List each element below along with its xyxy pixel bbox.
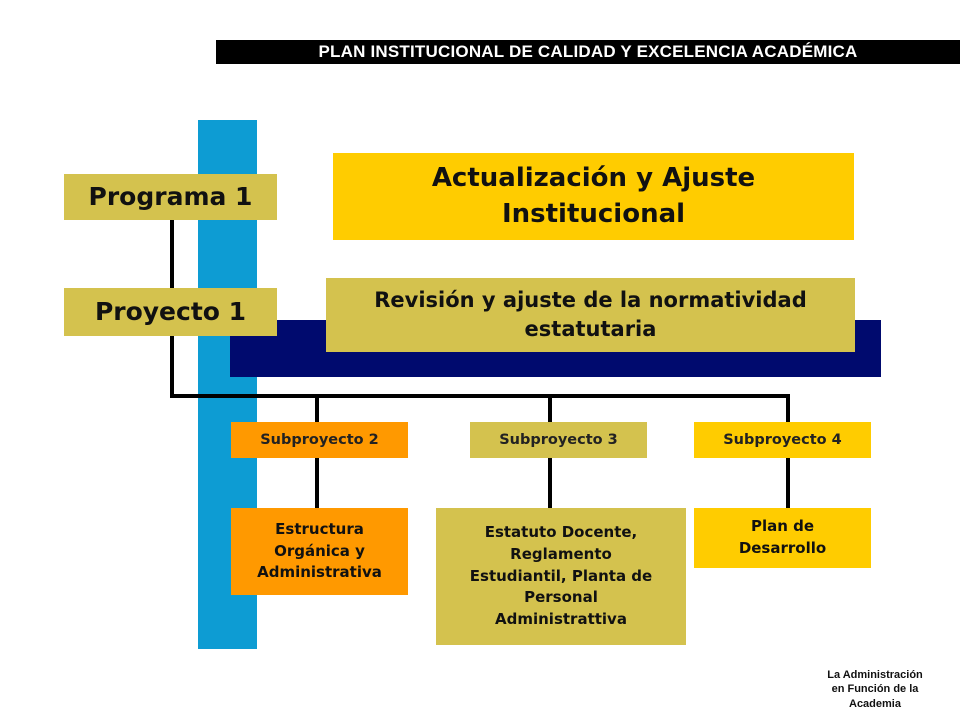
proyecto-title-box: Revisión y ajuste de la normatividad est… [326,278,855,352]
subproyecto-4-detail-box: Plan de Desarrollo [694,508,871,568]
programa-title-box: Actualización y Ajuste Institucional [333,153,854,240]
connector-sub4-to-leaf [786,458,790,508]
subproyecto-3-box: Subproyecto 3 [470,422,647,458]
subproyecto-4-detail: Plan de Desarrollo [738,517,827,557]
subproyecto-2-detail-box: Estructura Orgánica y Administrativa [231,508,408,595]
subproyecto-3-detail-box: Estatuto Docente, Reglamento Estudiantil… [436,508,686,645]
proyecto-label: Proyecto 1 [94,296,247,326]
subproyecto-2-detail: Estructura Orgánica y Administrativa [257,519,382,582]
programa-label-box: Programa 1 [64,174,277,220]
subproyecto-3-detail: Estatuto Docente, Reglamento Estudiantil… [469,523,653,629]
footer-note: La Administración en Función de la Acade… [800,668,950,718]
footer-note-text: La Administración en Función de la Acade… [827,669,923,710]
programa-title: Actualización y Ajuste Institucional [431,163,756,229]
connector-horizontal [170,394,790,398]
connector-sub3-down [548,394,552,422]
subproyecto-3-label: Subproyecto 3 [499,431,618,448]
connector-sub3-to-leaf [548,458,552,508]
subproyecto-4-box: Subproyecto 4 [694,422,871,458]
connector-sub4-down [786,394,790,422]
proyecto-label-box: Proyecto 1 [64,288,277,336]
subproyecto-4-label: Subproyecto 4 [723,431,842,448]
subproyecto-2-box: Subproyecto 2 [231,422,408,458]
header-banner: PLAN INSTITUCIONAL DE CALIDAD Y EXCELENC… [216,40,960,64]
connector-sub2-to-leaf [315,458,319,508]
connector-sub2-down [315,394,319,422]
programa-label: Programa 1 [88,181,253,211]
header-title: PLAN INSTITUCIONAL DE CALIDAD Y EXCELENC… [318,42,858,61]
proyecto-title: Revisión y ajuste de la normatividad est… [374,287,807,341]
subproyecto-2-label: Subproyecto 2 [260,431,379,448]
